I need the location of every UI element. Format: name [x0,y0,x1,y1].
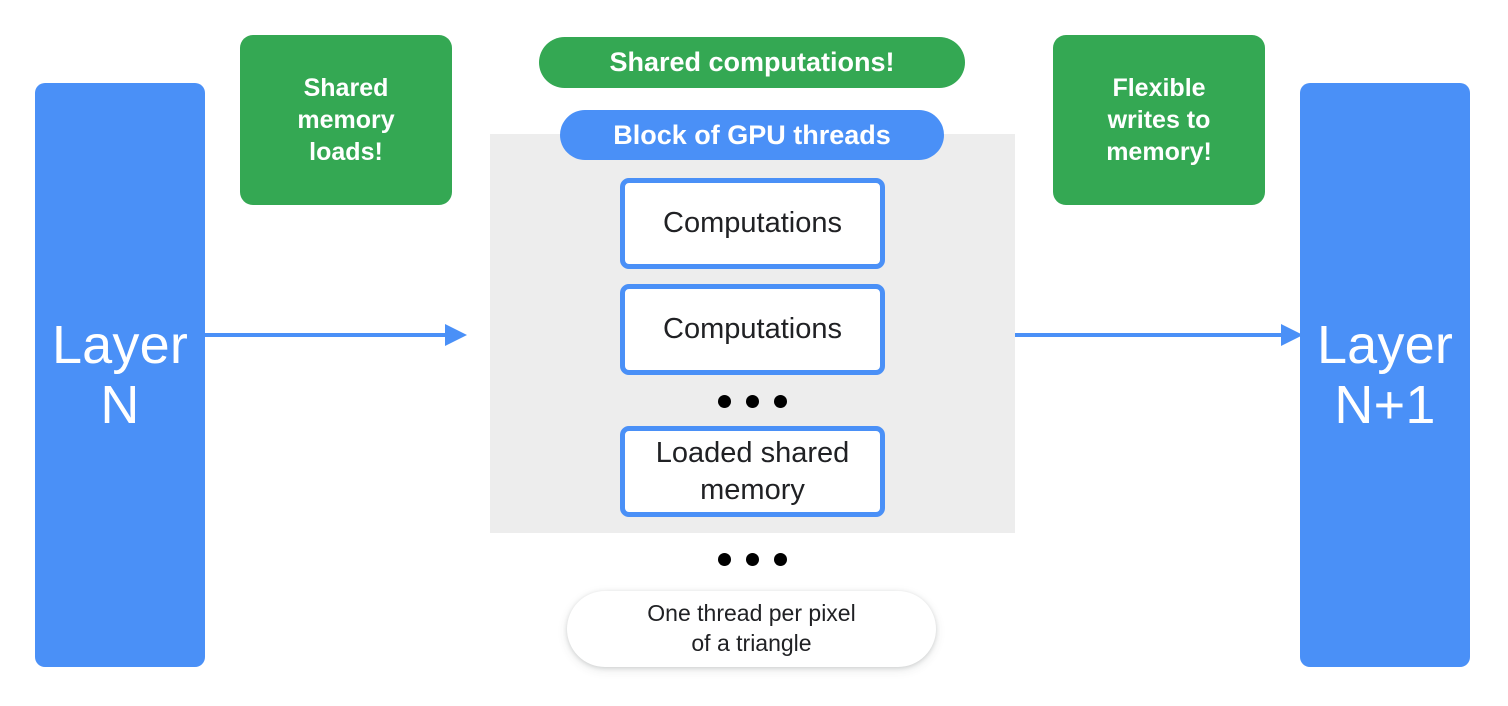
callout-flexible-writes-to-memory: Flexible writes to memory! [1053,35,1265,205]
dot-icon [746,395,759,408]
dot-icon [718,395,731,408]
arrow-layer-n-to-block [205,322,467,348]
pill-shared-computations: Shared computations! [539,37,965,88]
callout-shared-memory-loads: Shared memory loads! [240,35,452,205]
thread-box-computations-1: Computations [620,178,885,269]
thread-box-loaded-shared-memory: Loaded shared memory [620,426,885,517]
dot-icon [718,553,731,566]
dot-icon [774,395,787,408]
ellipsis-inner [718,395,787,408]
note-one-thread-per-pixel: One thread per pixel of a triangle [567,591,936,667]
thread-box-computations-2: Computations [620,284,885,375]
ellipsis-outer [718,553,787,566]
layer-n-plus-1-block: Layer N+1 [1300,83,1470,667]
arrow-block-to-layer-n1 [1015,322,1303,348]
dot-icon [774,553,787,566]
dot-icon [746,553,759,566]
pill-block-of-gpu-threads: Block of GPU threads [560,110,944,160]
arrow-right-icon [1015,324,1303,346]
arrow-right-icon [205,324,467,346]
layer-n-block: Layer N [35,83,205,667]
